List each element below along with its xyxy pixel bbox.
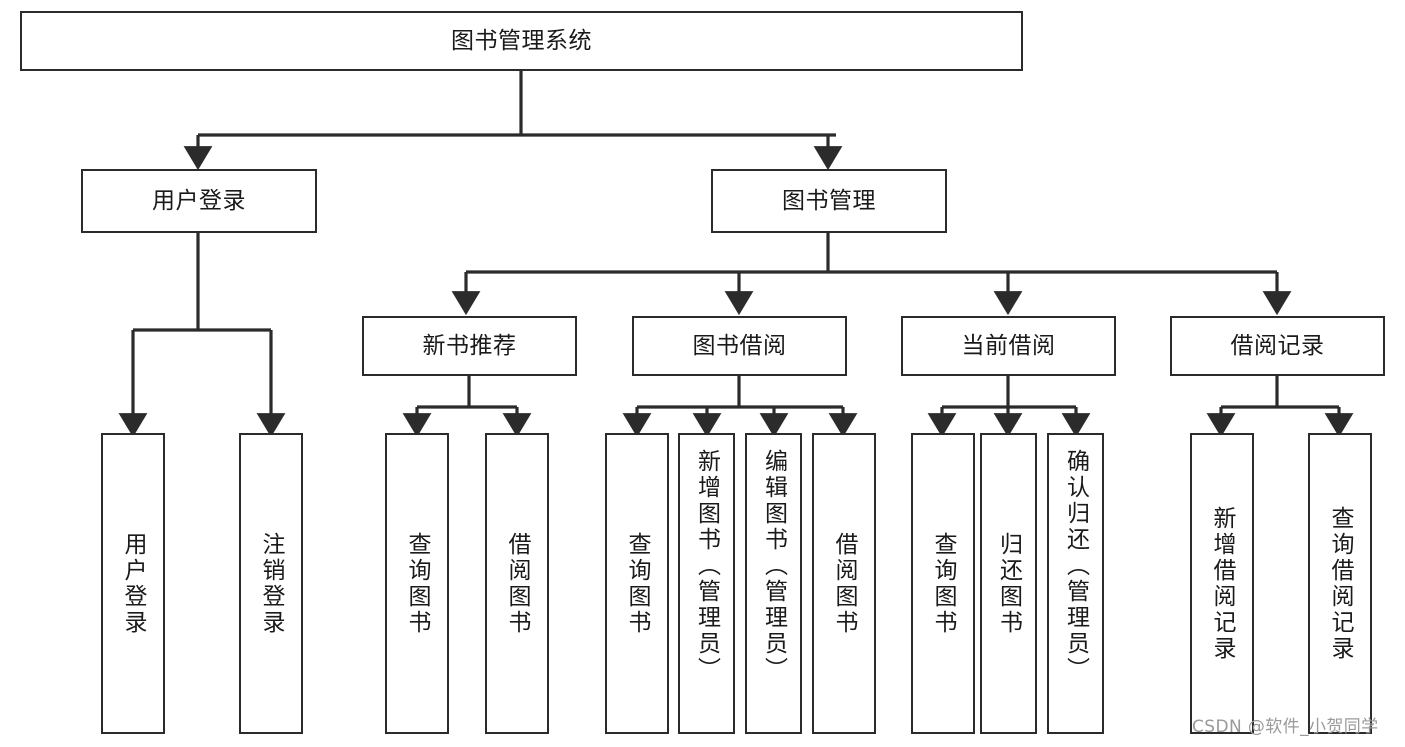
node-leaf-logout[interactable]: 注销登录 (239, 433, 303, 734)
node-leaf-query-record[interactable]: 查询借阅记录 (1308, 433, 1372, 734)
node-borrow-record[interactable]: 借阅记录 (1170, 316, 1385, 376)
node-leaf-query-book-1-label: 查询图书 (404, 531, 431, 636)
node-leaf-borrow-book-2-label: 借阅图书 (831, 531, 858, 636)
node-leaf-query-book-3-label: 查询图书 (930, 531, 957, 636)
node-current-borrow[interactable]: 当前借阅 (901, 316, 1116, 376)
node-user-login-label: 用户登录 (152, 187, 246, 214)
node-leaf-query-record-label: 查询借阅记录 (1327, 505, 1354, 662)
node-current-borrow-label: 当前借阅 (961, 332, 1056, 359)
node-leaf-query-book-1[interactable]: 查询图书 (385, 433, 449, 734)
node-leaf-add-record-label: 新增借阅记录 (1209, 505, 1236, 662)
node-book-manage-label: 图书管理 (782, 187, 876, 214)
node-leaf-confirm-return[interactable]: 确认归还（管理员） (1047, 433, 1104, 734)
node-leaf-borrow-book-1-label: 借阅图书 (504, 531, 531, 636)
node-leaf-edit-book[interactable]: 编辑图书（管理员） (745, 433, 802, 734)
node-leaf-logout-label: 注销登录 (258, 531, 285, 636)
csdn-watermark: CSDN @软件_小贺同学 (1192, 717, 1379, 737)
node-leaf-add-book-label: 新增图书（管理员） (693, 449, 720, 683)
node-leaf-add-record[interactable]: 新增借阅记录 (1190, 433, 1254, 734)
node-user-login[interactable]: 用户登录 (81, 169, 317, 233)
node-leaf-query-book-3[interactable]: 查询图书 (911, 433, 975, 734)
node-borrow-record-label: 借阅记录 (1230, 332, 1325, 359)
node-leaf-borrow-book-2[interactable]: 借阅图书 (812, 433, 876, 734)
node-leaf-user-login[interactable]: 用户登录 (101, 433, 165, 734)
node-new-book-rec-label: 新书推荐 (422, 332, 517, 359)
node-leaf-query-book-2-label: 查询图书 (624, 531, 651, 636)
node-leaf-confirm-return-label: 确认归还（管理员） (1062, 449, 1089, 683)
node-new-book-rec[interactable]: 新书推荐 (362, 316, 577, 376)
node-root-label: 图书管理系统 (451, 27, 592, 54)
node-leaf-edit-book-label: 编辑图书（管理员） (760, 449, 787, 683)
node-leaf-add-book[interactable]: 新增图书（管理员） (678, 433, 735, 734)
node-root[interactable]: 图书管理系统 (20, 11, 1023, 71)
node-book-manage[interactable]: 图书管理 (711, 169, 947, 233)
node-leaf-query-book-2[interactable]: 查询图书 (605, 433, 669, 734)
node-book-borrow-label: 图书借阅 (692, 332, 787, 359)
node-leaf-borrow-book-1[interactable]: 借阅图书 (485, 433, 549, 734)
node-leaf-return-book[interactable]: 归还图书 (980, 433, 1037, 734)
node-book-borrow[interactable]: 图书借阅 (632, 316, 847, 376)
node-leaf-user-login-label: 用户登录 (120, 531, 147, 636)
node-leaf-return-book-label: 归还图书 (995, 531, 1022, 636)
